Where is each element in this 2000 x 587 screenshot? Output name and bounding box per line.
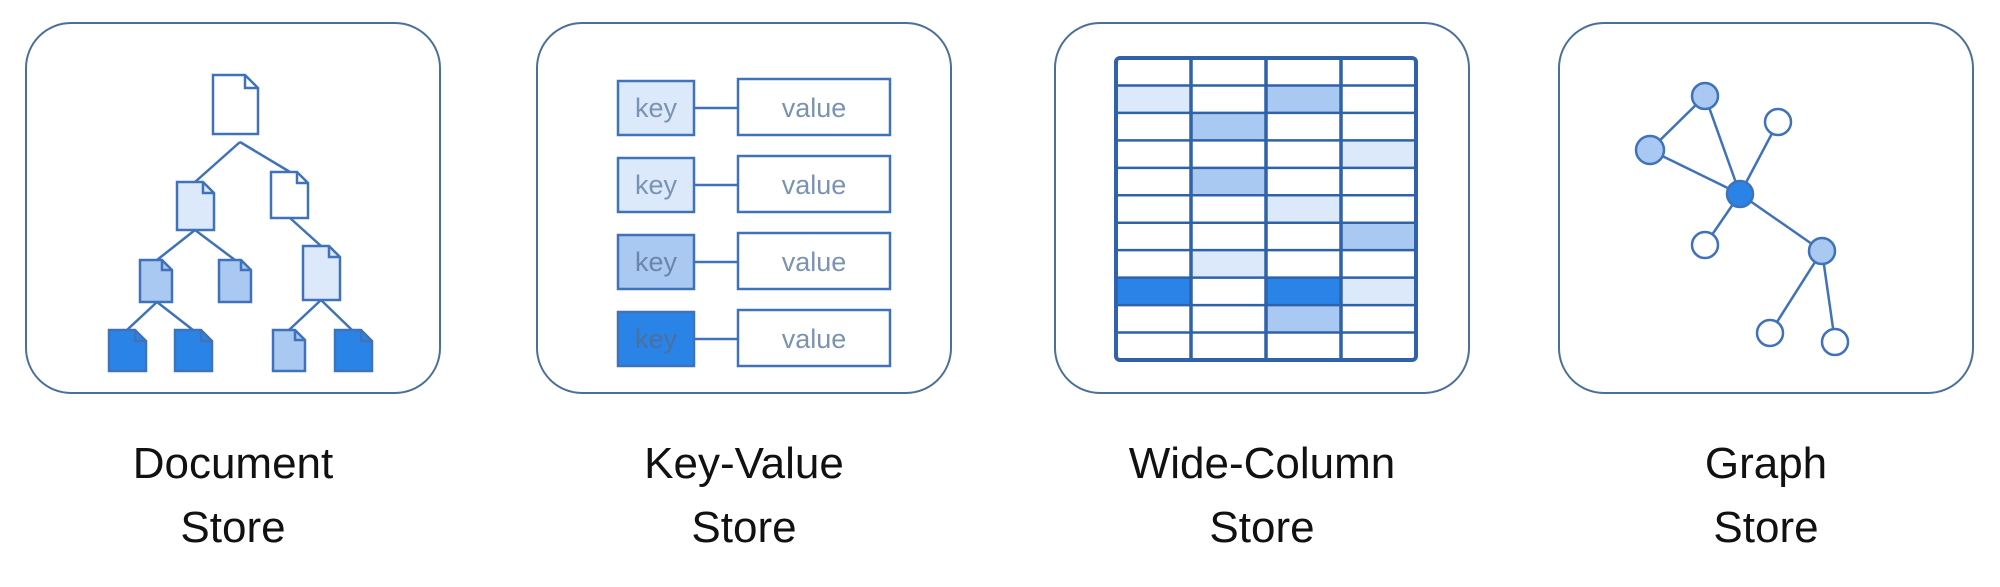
table-cell bbox=[1266, 277, 1341, 306]
document-tree-icon bbox=[107, 73, 374, 373]
graph-node bbox=[1755, 318, 1785, 348]
table-cell bbox=[1116, 85, 1191, 113]
document-store-label: Document Store bbox=[25, 432, 441, 560]
label-line-1: Graph bbox=[1704, 439, 1828, 488]
label-line-2: Store bbox=[1209, 503, 1315, 552]
document-icon bbox=[107, 328, 148, 373]
table-cell bbox=[1341, 222, 1416, 251]
kv-value-text: value bbox=[782, 93, 847, 123]
kv-key-text: key bbox=[635, 324, 678, 354]
document-icon bbox=[333, 328, 374, 373]
kv-value-text: value bbox=[782, 170, 847, 200]
graph-store-card bbox=[1558, 22, 1974, 394]
table-cell bbox=[1266, 195, 1341, 223]
document-icon bbox=[138, 258, 174, 304]
graph-node bbox=[1807, 236, 1837, 266]
table-cell bbox=[1266, 305, 1341, 333]
wide-column-store-card bbox=[1054, 22, 1470, 394]
kv-key-text: key bbox=[635, 170, 678, 200]
label-line-1: Key-Value bbox=[644, 439, 844, 488]
label-line-2: Store bbox=[691, 503, 797, 552]
document-icon bbox=[301, 244, 342, 302]
document-icon bbox=[217, 258, 253, 304]
table-cell bbox=[1341, 277, 1416, 306]
graph-store-label: Graph Store bbox=[1558, 432, 1974, 560]
graph-node bbox=[1725, 179, 1755, 209]
table-cell bbox=[1191, 112, 1266, 141]
kv-value-text: value bbox=[782, 247, 847, 277]
graph-node bbox=[1690, 81, 1720, 111]
kv-row: key value bbox=[616, 231, 892, 291]
label-line-1: Document bbox=[132, 439, 334, 488]
table-cell bbox=[1191, 167, 1266, 196]
kv-row: key value bbox=[616, 308, 892, 368]
document-store-card bbox=[25, 22, 441, 394]
kv-key-text: key bbox=[635, 247, 678, 277]
graph-node bbox=[1763, 107, 1793, 137]
label-line-1: Wide-Column bbox=[1128, 439, 1396, 488]
key-value-icon: key value key value key value key value bbox=[616, 77, 892, 368]
label-line-2: Store bbox=[180, 503, 286, 552]
graph-network-icon bbox=[1634, 81, 1850, 357]
key-value-store-card: key value key value key value key value bbox=[536, 22, 952, 394]
kv-row: key value bbox=[616, 154, 892, 214]
graph-node bbox=[1820, 327, 1850, 357]
table-cell bbox=[1116, 277, 1191, 306]
wide-column-store-label: Wide-Column Store bbox=[1054, 432, 1470, 560]
table-cell bbox=[1191, 250, 1266, 278]
document-icon bbox=[173, 328, 214, 373]
kv-key-text: key bbox=[635, 93, 678, 123]
table-cell bbox=[1266, 85, 1341, 113]
document-icon bbox=[175, 180, 216, 232]
key-value-store-label: Key-Value Store bbox=[536, 432, 952, 560]
kv-row: key value bbox=[616, 77, 892, 137]
graph-node bbox=[1690, 230, 1720, 260]
document-icon bbox=[211, 73, 260, 136]
table-cell bbox=[1341, 140, 1416, 168]
document-icon bbox=[269, 170, 310, 220]
label-line-2: Store bbox=[1713, 503, 1819, 552]
document-icon bbox=[271, 328, 307, 373]
kv-value-text: value bbox=[782, 324, 847, 354]
graph-node bbox=[1634, 134, 1666, 166]
wide-column-table-icon bbox=[1114, 56, 1418, 362]
